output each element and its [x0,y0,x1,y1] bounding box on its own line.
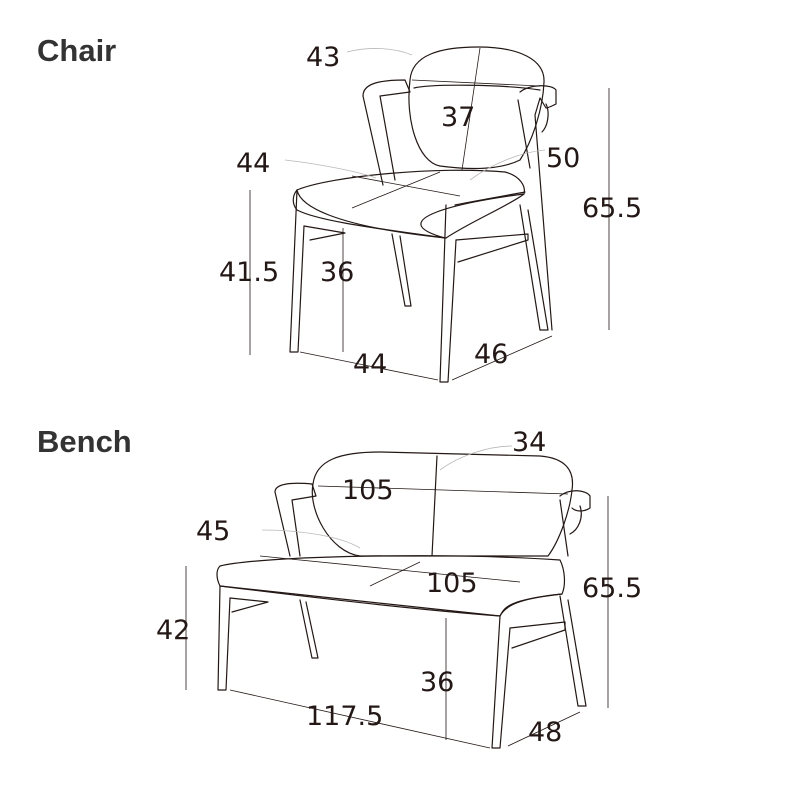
chair-dim-base-depth: 46 [474,339,508,370]
bench-dim-total-height: 65.5 [582,573,642,604]
bench-dim-backrest-depth: 34 [512,427,546,458]
chair-drawing [289,46,557,383]
chair-dimension-lines [249,47,610,381]
bench-dim-base-depth: 48 [528,717,562,748]
bench-dim-base-width: 117.5 [306,701,383,732]
chair-dim-total-height: 65.5 [582,193,642,224]
chair-dim-backrest-width: 43 [306,42,340,73]
chair-dim-seat-height: 41.5 [219,257,279,288]
bench-drawing [216,451,591,749]
bench-dim-seat-depth: 45 [196,516,230,547]
bench-dim-backrest-width: 105 [342,475,394,506]
bench-dim-seat-width: 105 [426,568,478,599]
chair-section: Chair [37,33,642,383]
chair-title: Chair [37,33,116,68]
bench-dim-seat-height: 42 [156,615,190,646]
chair-dim-backrest-height: 37 [441,102,475,133]
chair-dim-seat-depth: 50 [546,143,580,174]
chair-dim-leg-height: 36 [320,257,354,288]
chair-dim-seat-width: 44 [236,148,270,179]
bench-section: Bench [37,424,642,749]
bench-title: Bench [37,424,132,459]
bench-dim-leg-height: 36 [420,667,454,698]
bench-dimension-lines [185,445,609,749]
chair-dim-base-width: 44 [353,349,387,380]
